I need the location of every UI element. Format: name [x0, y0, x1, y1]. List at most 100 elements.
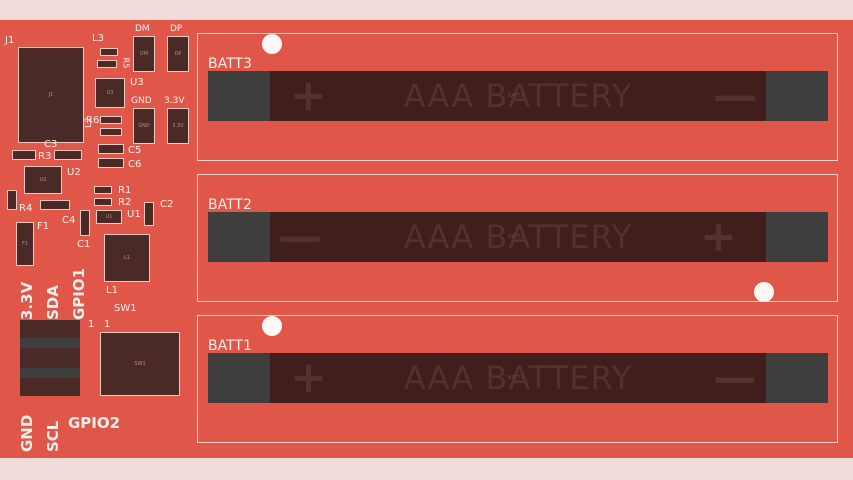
pad-33v: 3.3V [167, 108, 189, 144]
part-r1 [94, 186, 112, 194]
label-dm: DM [135, 24, 150, 34]
polarity-left-symbol: + [290, 70, 327, 121]
label-33v-top: 3.3V [164, 96, 185, 106]
chip-label-u3: U3 [106, 90, 114, 96]
chip-label-u2: U2 [39, 177, 47, 183]
battery-ref-label: BATT2 [208, 197, 252, 213]
battery-body-text: AAA BATTERY [403, 218, 633, 256]
part-c6 [98, 158, 124, 168]
label-c3: C3 [44, 139, 58, 150]
battery-terminal-right [766, 353, 828, 403]
switch-sw1: SW1 [100, 332, 180, 396]
label-sw1: SW1 [114, 303, 137, 314]
part-c2 [144, 202, 154, 226]
label-pin1-a: 1 [88, 319, 95, 330]
j1-pad-left [20, 57, 28, 137]
label-gnd-vert: GND [18, 414, 36, 452]
mounting-hole [262, 34, 282, 54]
label-gnd-top: GND [131, 96, 152, 106]
part-r5a [97, 60, 117, 68]
battery-terminal-left [208, 71, 270, 121]
label-u2: U2 [67, 167, 81, 178]
chip-label-gnd: GND [138, 123, 150, 129]
label-c4: C4 [62, 215, 76, 226]
fuse-f1: F1 [16, 222, 34, 266]
part-dp: DP [167, 36, 189, 72]
connector-j1: J1 [18, 47, 84, 143]
part-l2 [100, 128, 122, 136]
battery-body-text: AAA BATTERY [403, 359, 633, 397]
chip-label-dm: DM [139, 51, 149, 57]
chip-label-33v: 3.3V [172, 123, 184, 129]
label-j1: J1 [5, 35, 15, 46]
label-r6: R6 [86, 115, 100, 126]
label-pin1-b: 1 [104, 319, 111, 330]
header-pin-row-1 [20, 338, 80, 348]
battery-body: AAA BATTERY BATT3 + — [208, 71, 828, 121]
label-u1: U1 [127, 209, 141, 220]
battery-inner-ref: BATT3 [508, 93, 524, 99]
battery-terminal-right [766, 212, 828, 262]
battery-terminal-left [208, 212, 270, 262]
ic-u1: U1 [96, 210, 122, 224]
part-l3 [100, 48, 118, 56]
ic-u3: U3 [95, 78, 125, 108]
label-c5: C5 [128, 145, 142, 156]
battery-body: AAA BATTERY BATT2 — + [208, 212, 828, 262]
battery-terminal-left [208, 353, 270, 403]
battery-ref-label: BATT3 [208, 56, 252, 72]
part-c5 [98, 144, 124, 154]
polarity-right-symbol: + [700, 211, 737, 262]
battery-slot-1: BATT1 AAA BATTERY BATT1 + — [197, 315, 838, 443]
label-c6: C6 [128, 159, 142, 170]
mounting-hole [262, 316, 282, 336]
label-l2: L2 [84, 117, 94, 128]
part-r2 [94, 198, 112, 206]
label-r4: R4 [19, 203, 33, 214]
polarity-left-symbol: + [290, 352, 327, 403]
label-r5: R5 [121, 57, 131, 69]
label-33v-vert: 3.3V [18, 281, 36, 320]
part-r6 [100, 116, 122, 124]
label-l3: L3 [92, 33, 104, 44]
part-dm: DM [133, 36, 155, 72]
polarity-left-symbol: — [278, 211, 322, 262]
part-r4 [7, 190, 17, 210]
label-gpio1: GPIO1 [70, 267, 88, 320]
ic-u2: U2 [24, 166, 62, 194]
battery-inner-ref: BATT1 [508, 375, 524, 381]
label-sda: SDA [44, 285, 62, 320]
label-c1: C1 [77, 239, 91, 250]
battery-body: AAA BATTERY BATT1 + — [208, 353, 828, 403]
chip-label-u1: U1 [105, 214, 113, 220]
battery-inner-ref: BATT2 [508, 234, 524, 240]
pcb-board: J1 J1 L3 R5 DM DP DM DP U3 U3 GND 3.3V G… [0, 20, 853, 458]
part-c1 [80, 210, 90, 236]
battery-terminal-right [766, 71, 828, 121]
chip-label-j1: J1 [48, 92, 54, 98]
j1-pad-right [74, 57, 82, 137]
label-scl: SCL [44, 420, 62, 452]
chip-label-sw1: SW1 [134, 361, 146, 367]
label-c2: C2 [160, 199, 174, 210]
label-r1: R1 [118, 185, 132, 196]
label-l1: L1 [106, 285, 118, 296]
label-r3: R3 [38, 151, 52, 162]
chip-label-f1: F1 [21, 241, 29, 247]
chip-label-l1: L1 [124, 255, 130, 261]
part-c4a [40, 200, 70, 210]
chip-label-dp: DP [174, 51, 182, 57]
inductor-l1: L1 [104, 234, 150, 282]
mounting-hole [754, 282, 774, 302]
battery-slot-3: BATT3 AAA BATTERY BATT3 + — [197, 33, 838, 161]
part-r3 [12, 150, 36, 160]
label-dp: DP [170, 24, 183, 34]
label-f1: F1 [37, 221, 50, 232]
polarity-right-symbol: — [713, 70, 757, 121]
header-pin-row-2 [20, 368, 80, 378]
label-r2: R2 [118, 197, 132, 208]
battery-ref-label: BATT1 [208, 338, 252, 354]
battery-body-text: AAA BATTERY [403, 77, 633, 115]
label-u3: U3 [130, 77, 144, 88]
part-c3 [54, 150, 82, 160]
